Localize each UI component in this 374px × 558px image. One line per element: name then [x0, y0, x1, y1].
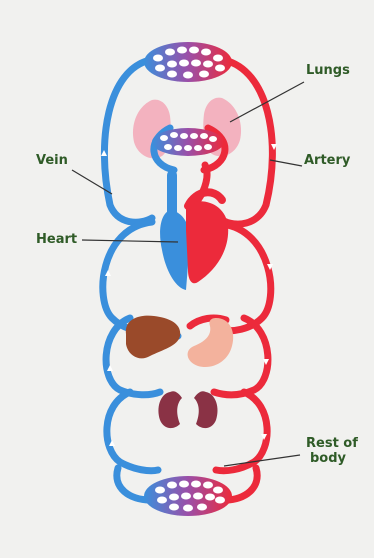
body-capillary-bed — [144, 476, 232, 516]
top-capillary-bed — [144, 42, 232, 82]
flow-arrows — [101, 144, 277, 446]
lungs-label: Lungs — [306, 63, 350, 78]
heart-right-side — [160, 210, 190, 290]
kidneys-organ — [158, 391, 217, 428]
rest-of-body-label: Rest of body — [306, 436, 358, 466]
liver-organ — [126, 316, 180, 359]
rest-of-body-line1: Rest of — [306, 436, 358, 451]
rest-of-body-line2: body — [310, 451, 358, 466]
heart-label: Heart — [36, 232, 77, 247]
heart-left-side — [186, 201, 228, 283]
artery-label: Artery — [304, 153, 350, 168]
lung-capillaries — [152, 128, 224, 156]
vein-label: Vein — [36, 153, 68, 168]
